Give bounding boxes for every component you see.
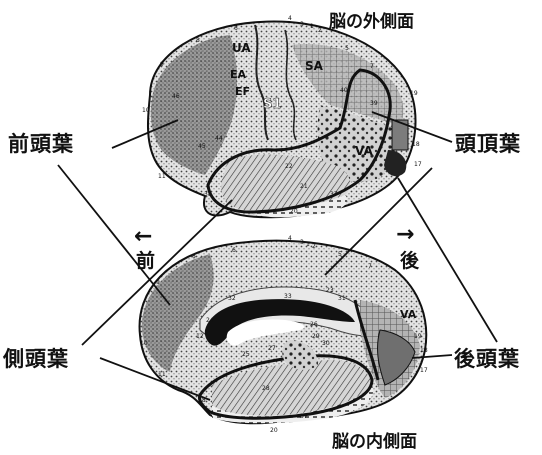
lateral-num: 37: [330, 191, 338, 198]
lateral-num: 9: [160, 61, 164, 68]
medial-num: 1: [306, 241, 310, 248]
front-arrow-icon: ←: [134, 226, 152, 248]
label-occipital-lobe: 後頭葉: [454, 343, 520, 373]
medial-num: 30: [322, 340, 330, 347]
lateral-num: 40: [340, 87, 348, 94]
medial-num: 24: [206, 317, 214, 324]
lateral-num: 46: [172, 93, 180, 100]
medial-num: 2: [312, 243, 316, 250]
lateral-num: 39: [370, 100, 378, 107]
area-label-sa: SA: [305, 59, 324, 73]
lateral-num: 19: [410, 90, 418, 97]
direction-back: 後: [400, 246, 419, 273]
label-frontal-lobe: 前頭葉: [8, 128, 74, 158]
lateral-num: 10: [142, 107, 150, 114]
lateral-num: 2: [318, 27, 322, 34]
medial-num: 32: [228, 295, 236, 302]
direction-front: 前: [136, 246, 155, 273]
medial-num: 26: [310, 321, 318, 328]
lateral-num: 21: [300, 183, 308, 190]
medial-num: 8: [192, 253, 196, 260]
area-label-ef: EF: [235, 85, 250, 98]
medial-num: 20: [270, 427, 278, 434]
medial-num: 28: [262, 385, 270, 392]
medial-num: 29: [312, 333, 320, 340]
medial-num: 9: [156, 279, 160, 286]
lateral-num: 18: [412, 141, 420, 148]
area-label-ea: EA: [230, 68, 247, 81]
lateral-num: 4: [288, 15, 292, 22]
lateral-num: 7: [370, 63, 374, 70]
lateral-num: 22: [285, 163, 293, 170]
lateral-num: 17: [414, 161, 422, 168]
medial-num: 3: [300, 239, 304, 246]
lateral-num: 44: [215, 135, 223, 142]
medial-num: 19: [414, 333, 422, 340]
back-arrow-icon: →: [396, 224, 414, 246]
title-lateral: 脳の外側面: [329, 7, 414, 32]
medial-num: 31: [338, 295, 346, 302]
medial-num: 17: [420, 367, 428, 374]
medial-num: 37: [300, 413, 308, 420]
lateral-num: 20: [290, 208, 298, 215]
lateral-num: 38: [204, 191, 212, 198]
title-medial: 脳の内側面: [332, 427, 417, 452]
lateral-num: 6: [234, 25, 238, 32]
area-label-va: VA: [355, 144, 373, 158]
medial-num: 27: [268, 345, 276, 352]
area-label-va-medial: VA: [400, 308, 417, 321]
lateral-num: 1: [310, 23, 314, 30]
lateral-num: 5: [345, 45, 349, 52]
medial-num: 12: [196, 333, 204, 340]
medial-num: 23: [326, 287, 334, 294]
lateral-num: 8: [196, 37, 200, 44]
medial-num: 11: [158, 371, 166, 378]
medial-num: 7: [368, 263, 372, 270]
medial-num: 18: [420, 347, 428, 354]
lateral-num: 11: [158, 173, 166, 180]
medial-num: 4: [288, 235, 292, 242]
label-parietal-lobe: 頭頂葉: [455, 128, 521, 158]
medial-num: 10: [140, 340, 148, 347]
area-label-ua: UA: [232, 41, 251, 55]
leader-frontal-medial: [58, 165, 170, 305]
medial-num: 6: [232, 247, 236, 254]
label-temporal-lobe: 側頭葉: [3, 343, 69, 373]
area-label-s1: S1: [263, 97, 281, 112]
medial-num: 33: [284, 293, 292, 300]
lateral-num: 3: [300, 21, 304, 28]
medial-num: 5: [338, 251, 342, 258]
medial-num: 25: [242, 351, 250, 358]
lateral-num: 45: [198, 143, 206, 150]
medial-brain: [140, 241, 427, 424]
lateral-brain: [148, 22, 416, 218]
